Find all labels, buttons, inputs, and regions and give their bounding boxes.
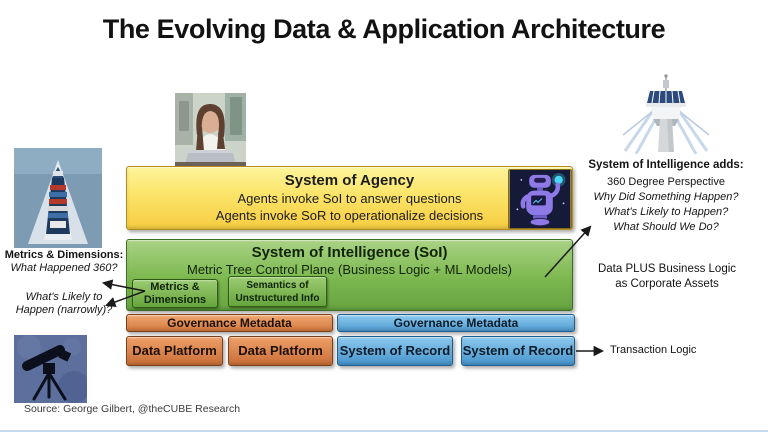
transaction-logic-label: Transaction Logic: [610, 344, 697, 356]
source-credit: Source: George Gilbert, @theCUBE Researc…: [24, 403, 241, 415]
assets-annotation-line1: Data PLUS Business Logic: [597, 263, 737, 275]
assets-annotation-line2: as Corporate Assets: [615, 278, 719, 290]
page-title: The Evolving Data & Application Architec…: [102, 14, 666, 44]
semantics-line1: Semantics of: [246, 280, 309, 291]
metrics-dimensions-line1: Metrics &: [150, 281, 200, 293]
right-annotation-soi-adds: System of Intelligence adds: 360 Degree …: [583, 158, 749, 235]
woman-at-laptop-photo: [175, 93, 246, 166]
metrics-dimensions-box: Metrics & Dimensions: [132, 279, 218, 308]
left-annotation-q2-line2: Happen (narrowly)?: [15, 304, 113, 316]
right-annotation-line2: Why Did Something Happen?: [593, 191, 739, 203]
data-platform-box-2: Data Platform: [228, 336, 333, 366]
left-annotation-metrics: Metrics & Dimensions: What Happened 360?: [0, 249, 128, 275]
right-annotation-heading: System of Intelligence adds:: [588, 159, 744, 171]
system-of-record-box-2: System of Record: [461, 336, 575, 366]
governance-metadata-bar-platform: Governance Metadata: [126, 314, 333, 332]
left-annotation-q1: What Happened 360?: [10, 262, 118, 274]
left-annotation-q2-line1: What's Likely to: [25, 291, 103, 303]
semantics-unstructured-box: Semantics of Unstructured Info: [228, 276, 327, 307]
semantics-line2: Unstructured Info: [235, 293, 320, 304]
system-of-record-box-1: System of Record: [337, 336, 453, 366]
system-of-agency-line2: Agents invoke SoR to operationalize deci…: [215, 208, 484, 223]
data-platform-box-1: Data Platform: [126, 336, 223, 366]
governance-metadata-bar-record: Governance Metadata: [337, 314, 575, 332]
container-ship-photo: [14, 148, 102, 248]
system-of-intelligence-subtitle: Metric Tree Control Plane (Business Logi…: [186, 262, 512, 277]
telescope-photo: [14, 335, 87, 403]
system-of-agency-box: System of Agency Agents invoke SoI to an…: [126, 166, 573, 230]
metrics-dimensions-line2: Dimensions: [143, 294, 207, 306]
robot-icon: [508, 169, 572, 229]
right-annotation-line1: 360 Degree Perspective: [606, 176, 725, 188]
system-of-agency-title: System of Agency: [284, 172, 415, 189]
right-annotation-line3: What's Likely to Happen?: [603, 206, 729, 218]
system-of-intelligence-title: System of Intelligence (SoI): [251, 244, 448, 261]
system-of-agency-line1: Agents invoke SoI to answer questions: [237, 191, 462, 206]
assets-annotation: Data PLUS Business Logic as Corporate As…: [588, 262, 746, 292]
left-annotation-heading: Metrics & Dimensions:: [4, 249, 124, 261]
control-tower-illustration: [623, 73, 709, 154]
right-annotation-line4: What Should We Do?: [613, 221, 719, 233]
left-annotation-likely: What's Likely to Happen (narrowly)?: [4, 291, 124, 317]
